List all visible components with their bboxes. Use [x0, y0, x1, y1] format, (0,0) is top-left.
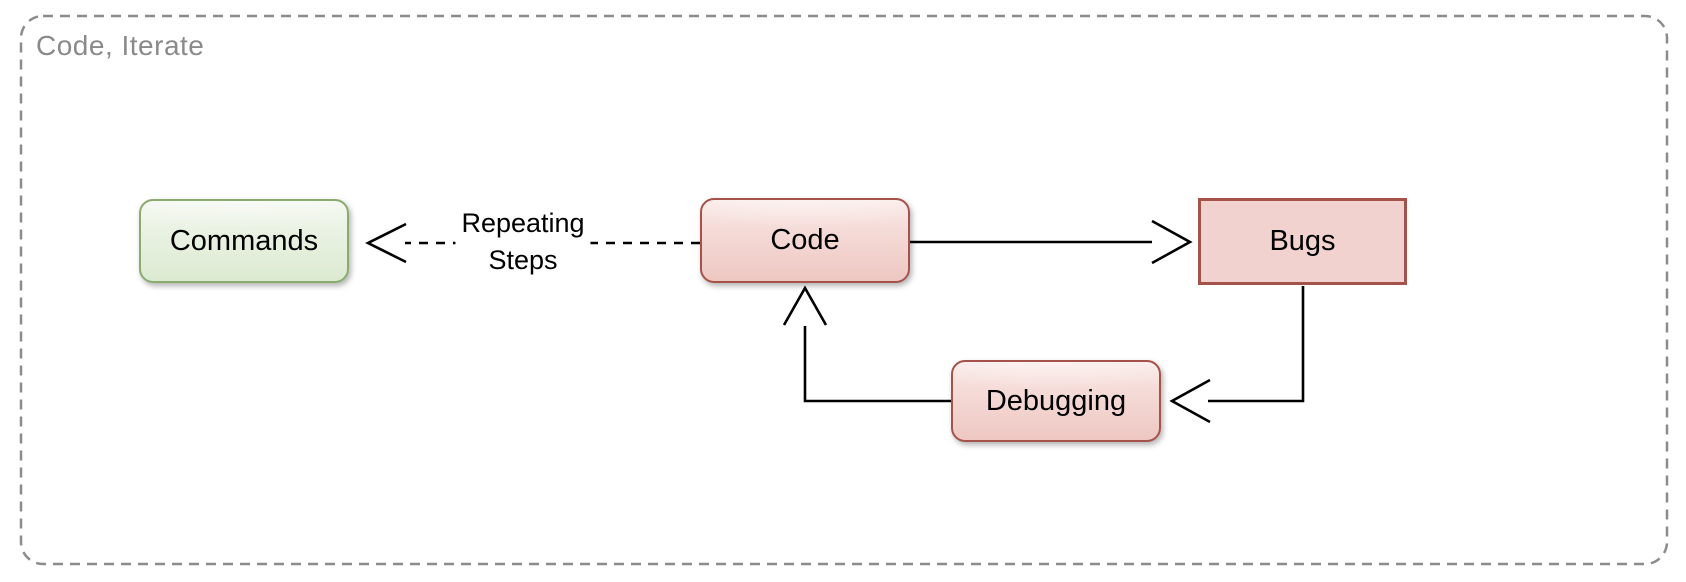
edge-label-repeating-steps: Repeating Steps [455, 205, 591, 279]
group-container-border [19, 14, 1669, 566]
arrowhead-left-icon [365, 222, 407, 264]
arrowhead-up-icon [782, 285, 828, 326]
group-container-label: Code, Iterate [36, 30, 205, 61]
node-bugs-label: Bugs [1269, 225, 1336, 257]
node-code-label: Code [770, 224, 840, 256]
arrowhead-right-icon [1151, 219, 1193, 265]
node-bugs: Bugs [1198, 198, 1407, 285]
arrowhead-left-icon [1169, 378, 1211, 424]
edge-debugging-to-code [803, 326, 951, 403]
node-debugging-label: Debugging [985, 384, 1127, 417]
edge-bugs-to-debugging [1208, 286, 1305, 403]
node-code: Code [700, 198, 910, 283]
node-commands: Commands [139, 199, 349, 283]
edge-label-line2: Steps [488, 245, 558, 275]
edge-label-line1: Repeating [461, 208, 585, 238]
node-commands-label: Commands [169, 224, 319, 257]
node-debugging: Debugging [951, 360, 1161, 442]
